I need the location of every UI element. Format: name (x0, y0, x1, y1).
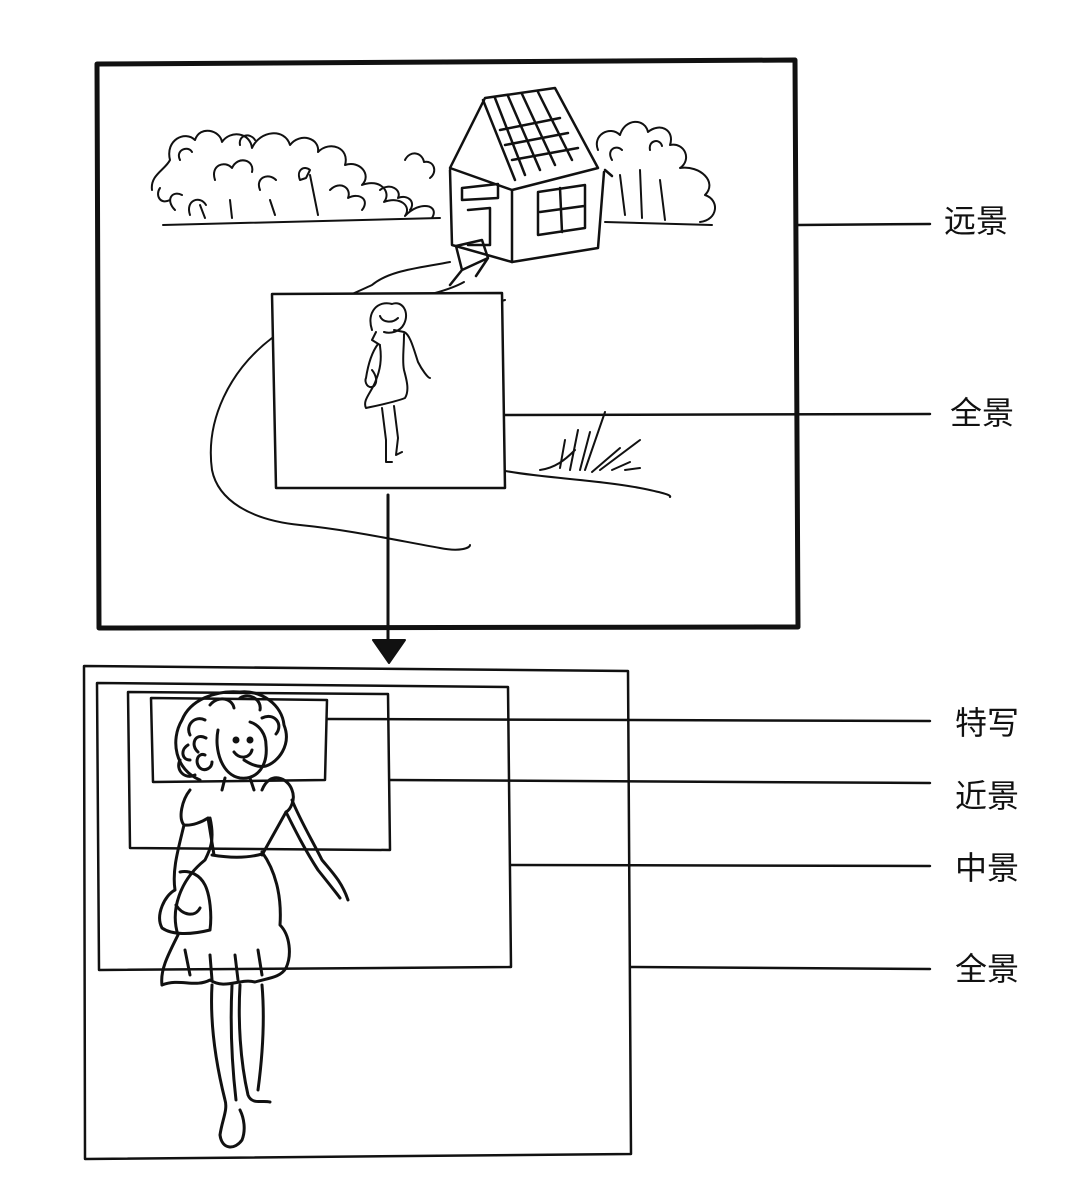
leader-line-full-shot-bottom (629, 965, 932, 971)
leader-line-far-shot (796, 222, 932, 227)
leader-line-medium-shot (509, 863, 932, 868)
far-shot-frame (94, 57, 801, 631)
top-panel (94, 57, 932, 664)
label-medium-shot: 中景 (955, 849, 1020, 887)
label-full-shot-bottom: 全景 (955, 950, 1020, 988)
medium-shot-frame (95, 681, 513, 972)
zoom-arrow-head (372, 639, 406, 664)
full-shot-frame-bottom (82, 664, 633, 1161)
leader-line-full-shot-top (503, 412, 932, 417)
bottom-panel (82, 664, 932, 1161)
label-close-up: 特写 (955, 704, 1020, 742)
close-shot-frame (126, 690, 392, 852)
girl-small-illustration (364, 302, 431, 463)
label-close-shot: 近景 (955, 777, 1020, 815)
trees-left-illustration (150, 129, 441, 226)
leader-line-close-up (325, 717, 932, 723)
grass-illustration (539, 411, 641, 473)
trees-right-illustration (595, 120, 716, 226)
girl-large-illustration (158, 690, 350, 1149)
full-shot-frame-top (270, 291, 507, 490)
leader-line-close-shot (388, 778, 932, 785)
label-far-shot: 远景 (944, 202, 1009, 240)
label-full-shot-top: 全景 (950, 394, 1015, 432)
house-illustration (448, 86, 614, 287)
